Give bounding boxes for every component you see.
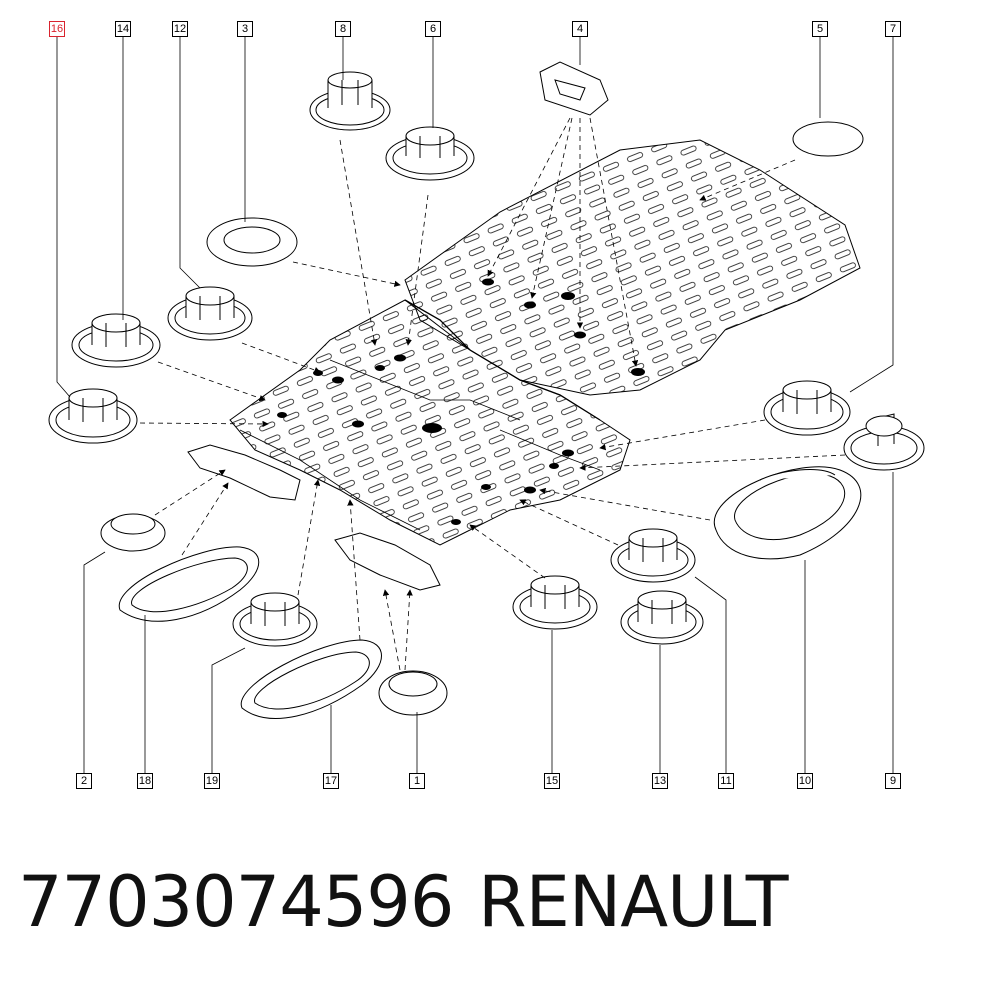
callout-5: 5	[812, 21, 828, 37]
grommet-7	[763, 380, 851, 436]
grommet-8	[309, 71, 391, 131]
grommet-11	[610, 528, 696, 583]
round-grommets	[48, 71, 925, 647]
callout-19: 19	[204, 773, 220, 789]
callout-2: 2	[76, 773, 92, 789]
callout-12: 12	[172, 21, 188, 37]
oval-plugs	[118, 466, 862, 719]
floor-panel	[187, 139, 861, 591]
plug-1	[378, 670, 448, 716]
grommet-16	[48, 388, 138, 444]
plug-3	[206, 217, 298, 267]
leader-arrows	[139, 117, 846, 671]
callout-4: 4	[572, 21, 588, 37]
callout-7: 7	[885, 21, 901, 37]
brand-name: RENAULT	[478, 861, 788, 943]
flat-plugs	[100, 61, 864, 716]
oval-plug-17	[240, 639, 382, 719]
callout-13: 13	[652, 773, 668, 789]
callout-15: 15	[544, 773, 560, 789]
oval-plug-18	[118, 546, 260, 622]
grommet-19	[232, 592, 318, 647]
grommet-6	[385, 126, 475, 181]
grommet-14	[71, 313, 161, 368]
plug-5	[792, 121, 864, 157]
callout-10: 10	[797, 773, 813, 789]
plug-4	[539, 61, 609, 116]
part-number: 7703074596	[18, 861, 454, 943]
callout-14: 14	[115, 21, 131, 37]
grommet-12	[167, 286, 253, 341]
callout-6: 6	[425, 21, 441, 37]
oval-plug-10	[713, 466, 862, 560]
grommet-9	[843, 413, 925, 471]
callout-18: 18	[137, 773, 153, 789]
grommet-13	[620, 590, 704, 645]
callout-1: 1	[409, 773, 425, 789]
callout-17: 17	[323, 773, 339, 789]
plug-2	[100, 513, 166, 552]
callout-8: 8	[335, 21, 351, 37]
callout-9: 9	[885, 773, 901, 789]
callout-3: 3	[237, 21, 253, 37]
floor-holes	[277, 278, 645, 525]
grommet-15	[512, 575, 598, 630]
callout-16: 16	[49, 21, 65, 37]
callout-leaders	[56, 37, 894, 773]
callout-11: 11	[718, 773, 734, 789]
